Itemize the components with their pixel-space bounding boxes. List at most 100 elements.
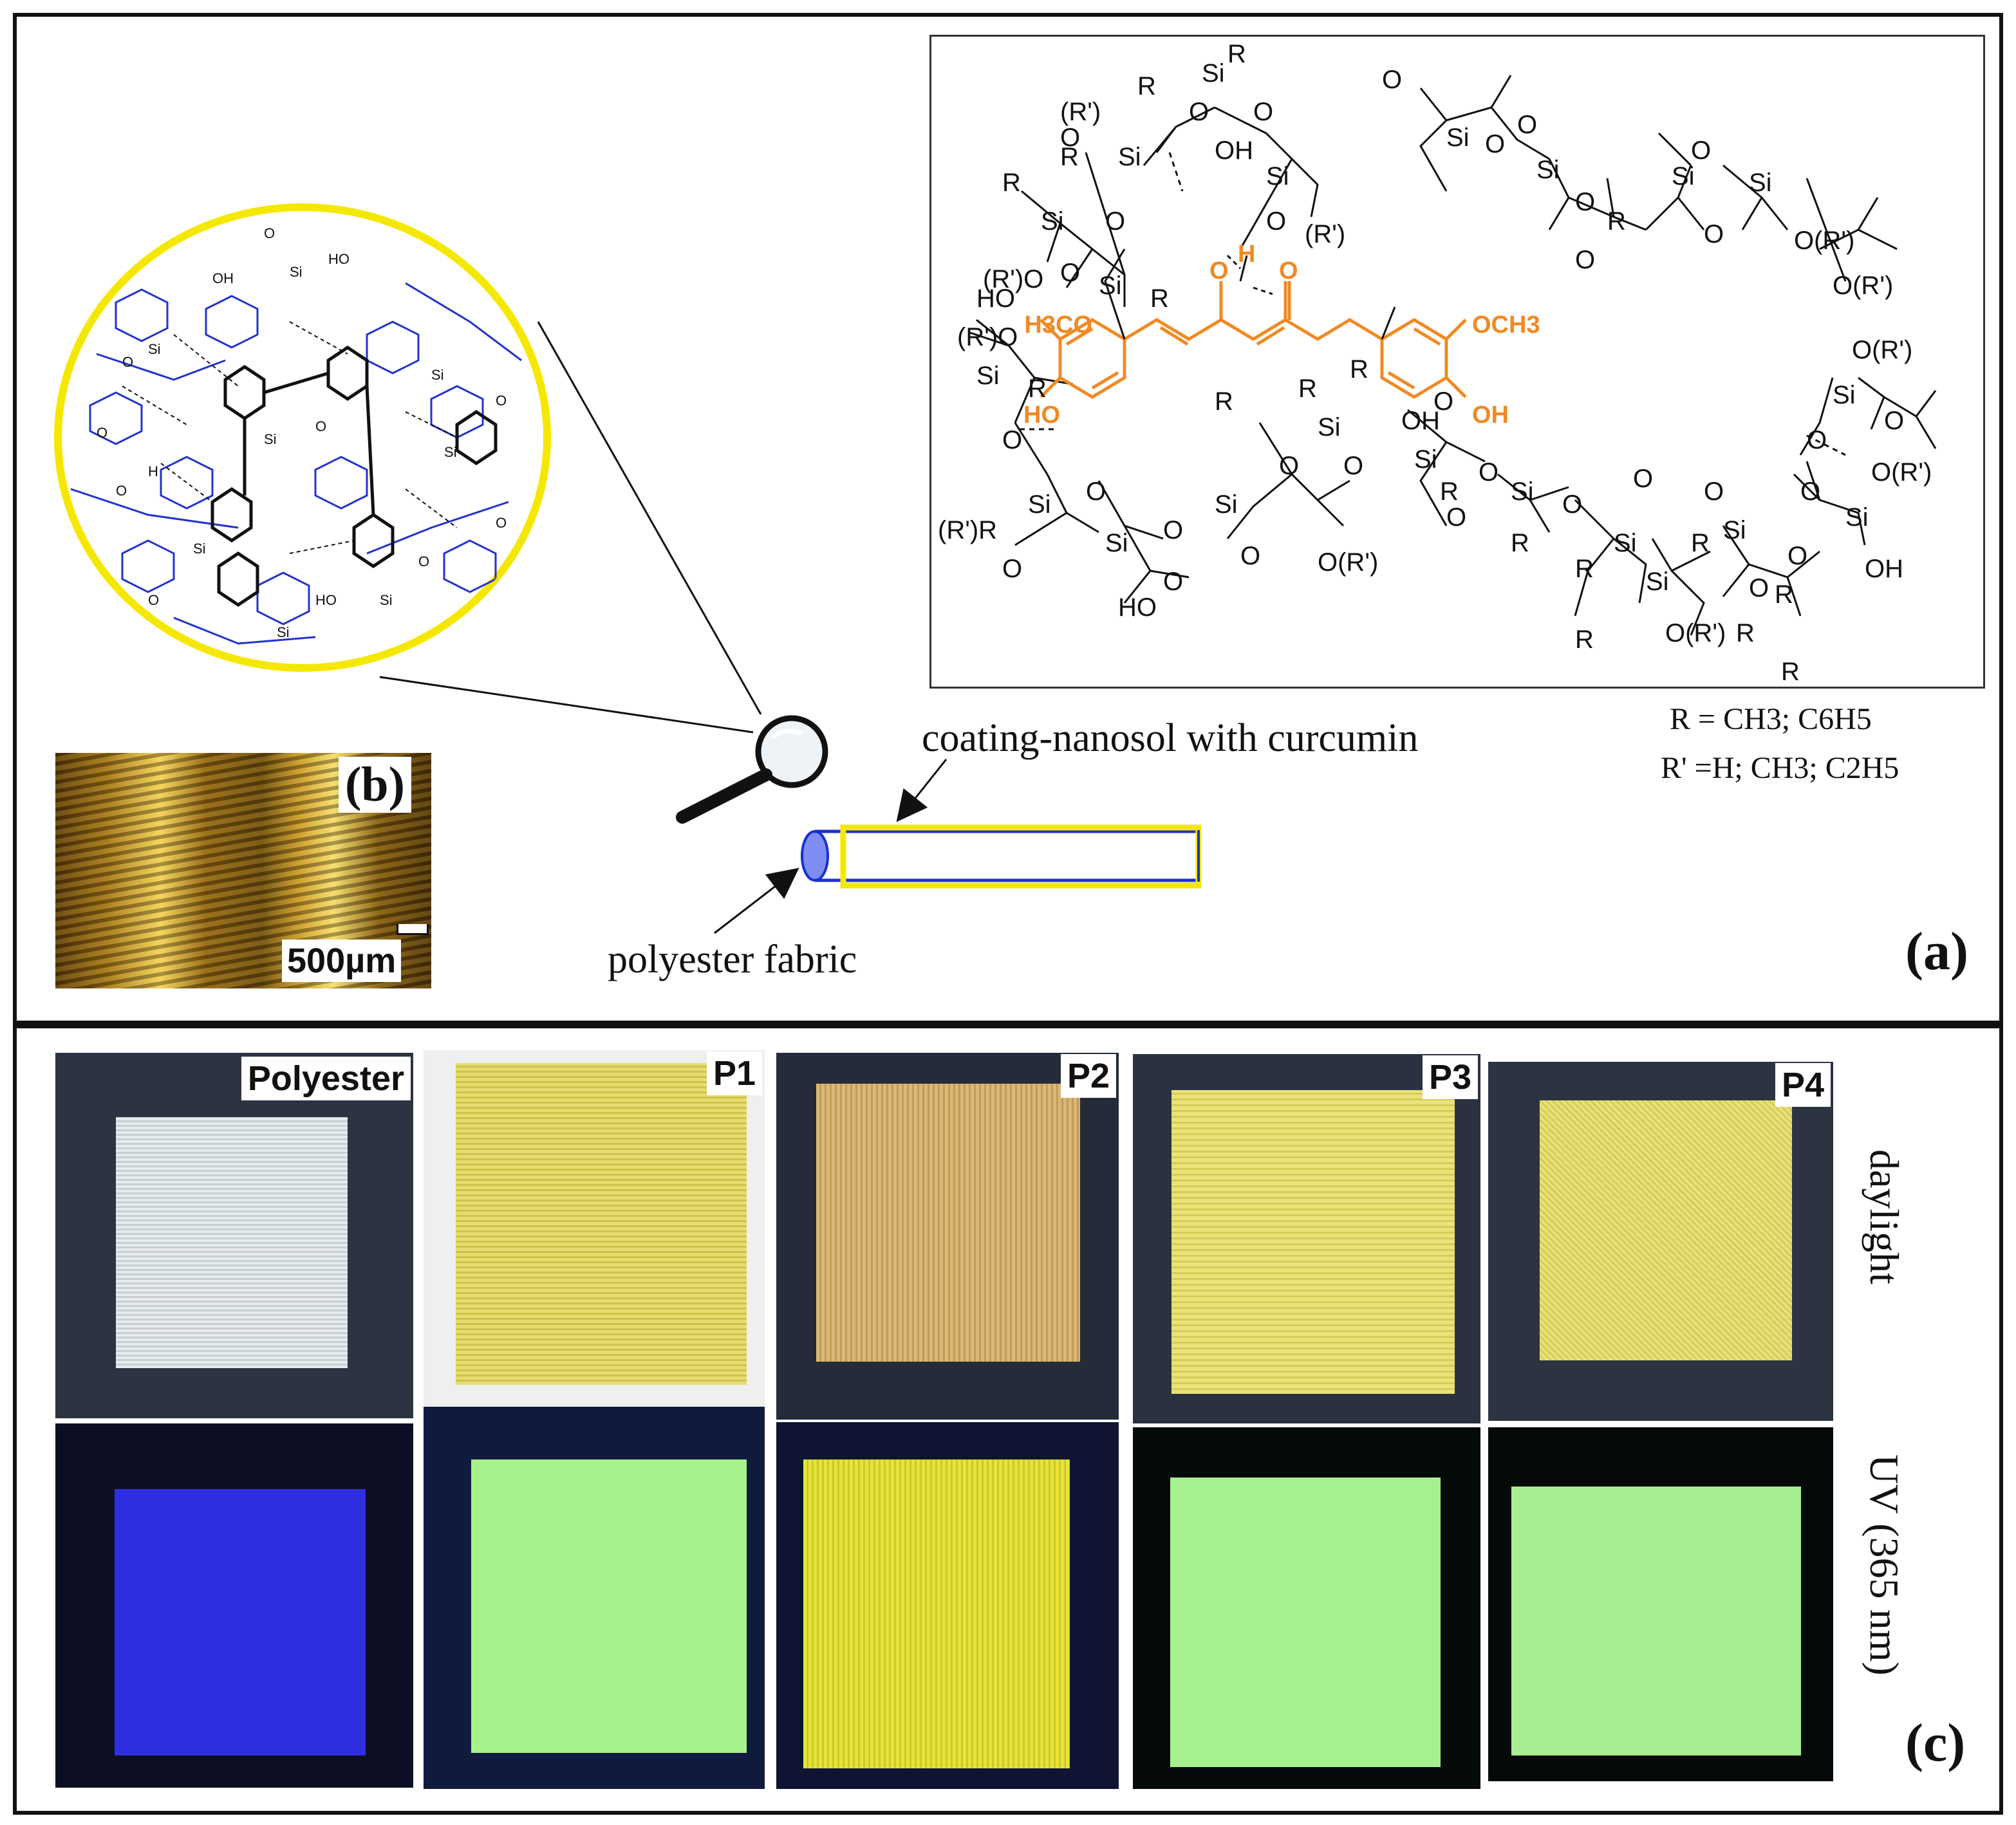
si-label: Si [1028, 490, 1051, 519]
r-prime-o-label: (R')O [983, 265, 1043, 293]
svg-text:O: O [418, 553, 429, 570]
o-label: O [1884, 407, 1904, 435]
ho-label: HO [1118, 593, 1157, 622]
svg-text:O: O [122, 354, 133, 370]
o-r-prime-label: O(R') [1318, 548, 1378, 577]
svg-text:Si: Si [431, 367, 444, 383]
si-label: Si [1318, 413, 1341, 441]
r-label: R [1511, 529, 1529, 557]
r-label: R [1775, 580, 1793, 609]
r-label: R [1215, 387, 1233, 416]
fabric-swatch [471, 1459, 747, 1753]
si-label: Si [1672, 162, 1695, 190]
coating-label: coating-nanosol with curcumin [922, 716, 1419, 760]
svg-text:Si: Si [148, 341, 161, 357]
si-label: Si [1749, 169, 1772, 197]
o-label: O [1517, 111, 1537, 139]
o-label: O [1749, 574, 1769, 602]
o-label: O [1691, 136, 1711, 165]
si-label: Si [1511, 477, 1534, 506]
o-label: O [1433, 387, 1453, 416]
si-label: Si [1646, 568, 1669, 596]
r-label: R [1607, 207, 1626, 236]
r-label: R [1575, 555, 1594, 583]
svg-text:O: O [315, 418, 326, 434]
oh-label: OH [1865, 555, 1903, 583]
o-label: O [1060, 124, 1080, 152]
o-label: O [1807, 426, 1827, 454]
svg-text:Si: Si [444, 444, 457, 460]
row-label-daylight: daylight [1862, 1149, 1907, 1284]
svg-text:Si: Si [277, 624, 290, 640]
photo-uv-p2 [776, 1422, 1119, 1789]
o-label: O [1279, 452, 1299, 480]
o-label: O [1240, 542, 1260, 570]
si-label: Si [1202, 59, 1225, 88]
panel-a-letter: (a) [1905, 922, 1968, 981]
row-label-uv: UV (365 nm) [1862, 1454, 1907, 1676]
o-label: O [1704, 477, 1724, 506]
fabric-swatch [1170, 1478, 1441, 1767]
si-label: Si [1215, 490, 1238, 519]
svg-text:O: O [496, 393, 507, 409]
o-label: O [1479, 458, 1498, 486]
label-arrows [714, 759, 947, 934]
svg-text:O: O [97, 425, 107, 441]
svg-text:Si: Si [290, 264, 303, 280]
r-label: R [1137, 72, 1156, 100]
photo-daylight-p1: P1 [424, 1050, 765, 1421]
r-label: R [1575, 625, 1594, 654]
si-label: Si [1845, 503, 1869, 532]
curcumin-silica-structure-box: H3CO OCH3 HO OH O H O Si R R O O (R') (R… [929, 35, 1985, 689]
svg-text:O: O [264, 225, 275, 241]
fabric-swatch [456, 1063, 747, 1385]
fabric-swatch [1540, 1100, 1792, 1360]
r-label: R [1150, 284, 1169, 313]
curcumin-methoxy-right: OCH3 [1472, 311, 1540, 338]
o-r-prime-label: O(R') [1833, 272, 1893, 300]
r-label: R [1298, 375, 1317, 403]
o-label: O [1485, 130, 1505, 158]
svg-text:Si: Si [264, 431, 277, 447]
o-r-prime-label: O(R') [1794, 227, 1854, 255]
sample-label-polyester: Polyester [241, 1057, 411, 1100]
o-label: O [1575, 246, 1595, 274]
o-label: O [1105, 207, 1125, 236]
si-label: Si [1446, 124, 1470, 152]
zoom-connector [379, 321, 762, 734]
sample-label-p3: P3 [1422, 1055, 1478, 1099]
r-label: R [1227, 40, 1246, 68]
sample-label-p1: P1 [706, 1051, 762, 1095]
fabric-label: polyester fabric [608, 938, 857, 981]
r-label: R [1781, 658, 1800, 686]
si-label: Si [1536, 156, 1560, 184]
r-label: R [1691, 529, 1710, 557]
r-prime-label: (R') [1060, 98, 1101, 126]
o-label: O [1163, 568, 1183, 596]
photo-daylight-polyester: Polyester [55, 1053, 413, 1418]
svg-text:H: H [148, 463, 158, 479]
legend-r-prime: R' =H; CH3; C2H5 [1661, 751, 1899, 785]
si-label: Si [1723, 516, 1746, 544]
photo-uv-p1 [424, 1407, 765, 1789]
si-label: Si [1833, 381, 1856, 409]
curcumin-silica-structure: H3CO OCH3 HO OH O H O Si R R O O (R') (R… [938, 40, 1937, 686]
fabric-swatch [816, 1084, 1080, 1362]
oh-label: OH [1401, 407, 1440, 435]
scale-bar [397, 924, 429, 935]
o-label: O [1253, 98, 1273, 126]
curcumin-hydroxy-right: OH [1472, 402, 1509, 429]
oh-label: OH [1215, 136, 1253, 165]
fabric-swatch [803, 1459, 1070, 1768]
curcumin-enol-o: O [1209, 257, 1229, 284]
o-label: O [1266, 207, 1286, 236]
r-label: R [1440, 477, 1459, 506]
o-label: O [1189, 98, 1209, 126]
o-label: O [1060, 259, 1080, 287]
svg-text:O: O [496, 515, 507, 531]
svg-text:Si: Si [380, 592, 393, 608]
fabric-swatch [1171, 1090, 1455, 1394]
o-label: O [1575, 188, 1595, 216]
svg-text:Si: Si [193, 541, 206, 557]
o-label: O [1562, 490, 1582, 519]
